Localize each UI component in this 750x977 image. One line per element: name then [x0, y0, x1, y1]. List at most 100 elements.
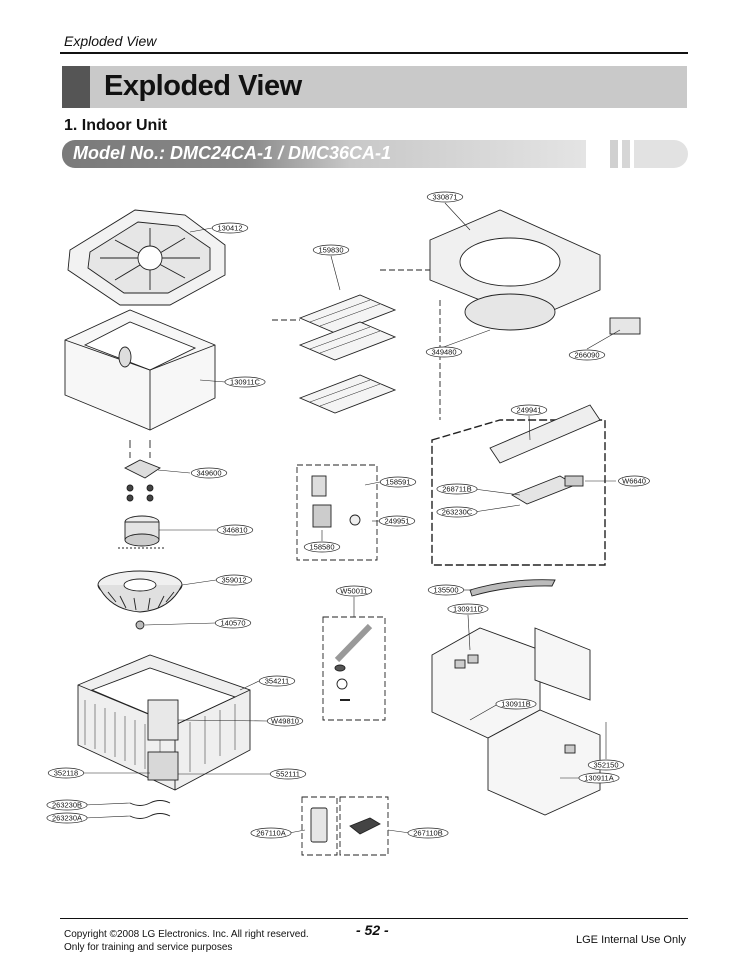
page-title: Exploded View — [104, 70, 302, 102]
part-callout: 359012 — [215, 574, 253, 586]
part-callout: 263230C — [436, 506, 478, 518]
callout-label: 249951 — [384, 517, 409, 526]
part-callout: 158591 — [379, 476, 417, 488]
callout-label: 552111 — [276, 770, 300, 779]
running-head: Exploded View — [64, 33, 157, 49]
model-bar: Model No.: DMC24CA-1 / DMC36CA-1 — [62, 140, 586, 168]
callout-ellipse — [224, 376, 266, 388]
internal-use: LGE Internal Use Only — [576, 934, 687, 946]
callout-label: 263230A — [52, 814, 82, 823]
air-filters — [298, 294, 397, 414]
turbo-fan — [97, 570, 183, 613]
callout-label: 135500 — [433, 586, 458, 595]
callout-ellipse — [46, 799, 88, 811]
copyright: Copyright ©2008 LG Electronics. Inc. All… — [64, 929, 309, 940]
callout-label: 267110B — [413, 829, 442, 838]
remote-controllers — [301, 796, 389, 856]
part-callout: 552111 — [269, 768, 307, 780]
part-callout: 263230B — [46, 799, 88, 811]
callout-label: 267110A — [256, 829, 285, 838]
part-callout: 249951 — [378, 515, 416, 527]
callout-label: 330871 — [432, 193, 457, 202]
callout-label: 130412 — [217, 224, 242, 233]
part-callout: 267110A — [250, 827, 292, 839]
heat-exchanger — [77, 654, 251, 791]
part-callout: 135500 — [427, 584, 465, 596]
callout-ellipse — [211, 222, 249, 234]
callout-ellipse — [618, 475, 650, 487]
callout-label: 130911A — [584, 774, 613, 783]
callout-label: 158591 — [385, 478, 410, 487]
title-bar-accent — [62, 66, 90, 108]
louver-vane — [469, 579, 556, 597]
callout-ellipse — [47, 767, 85, 779]
header-rule — [60, 52, 688, 54]
callout-ellipse — [250, 827, 292, 839]
exploded-diagram: 330871 130412 159830 349480 266090 130911C 249… — [46, 191, 650, 856]
part-callout: 352150 — [587, 759, 625, 771]
callout-ellipse — [495, 698, 537, 710]
side-panels — [431, 627, 601, 816]
part-callout: 130911D — [447, 603, 489, 615]
callout-label: W49810 — [271, 717, 299, 726]
callout-label: 130911C — [230, 378, 260, 387]
part-callout: 130911A — [578, 772, 620, 784]
callout-ellipse — [426, 191, 464, 203]
pcb-group — [431, 404, 606, 566]
callout-label: 130911B — [501, 700, 530, 709]
callout-label: 352150 — [593, 761, 618, 770]
part-callout: 330871 — [426, 191, 464, 203]
part-callout: 140570 — [214, 617, 252, 629]
callout-ellipse — [215, 574, 253, 586]
part-callout: 249941 — [510, 404, 548, 416]
callout-ellipse — [303, 541, 341, 553]
footer-rule — [60, 918, 688, 919]
part-callout: W50011 — [335, 585, 373, 597]
callout-ellipse — [425, 346, 463, 358]
callout-label: 352118 — [54, 769, 78, 778]
callout-ellipse — [578, 772, 620, 784]
callout-label: 354211 — [265, 677, 289, 686]
callout-ellipse — [312, 244, 350, 256]
callout-label: W6640 — [622, 477, 646, 486]
callout-ellipse — [407, 827, 449, 839]
callout-label: 349480 — [431, 348, 456, 357]
callout-ellipse — [266, 715, 304, 727]
callout-label: W50011 — [340, 587, 367, 596]
part-callout: 266090 — [568, 349, 606, 361]
callout-label: 130911D — [453, 605, 483, 614]
part-callout: 130911B — [495, 698, 537, 710]
part-callout: 352118 — [47, 767, 85, 779]
callout-ellipse — [568, 349, 606, 361]
callout-ellipse — [46, 812, 88, 824]
title-bar: Exploded View — [62, 66, 687, 108]
part-callout: 349600 — [190, 467, 228, 479]
callout-ellipse — [427, 584, 465, 596]
callout-label: 263230C — [442, 508, 473, 517]
chassis-frame — [429, 209, 601, 331]
drain-hose-kit — [322, 616, 386, 721]
callout-ellipse — [436, 506, 478, 518]
callout-ellipse — [510, 404, 548, 416]
callout-label: 268711B — [442, 485, 471, 494]
part-callout: 268711B — [436, 483, 478, 495]
callout-label: 158580 — [309, 543, 334, 552]
part-callout: W6640 — [618, 475, 650, 487]
part-callout: 267110B — [407, 827, 449, 839]
callout-ellipse — [258, 675, 296, 687]
motor-bracket — [124, 459, 161, 502]
callout-ellipse — [190, 467, 228, 479]
part-callout: 354211 — [258, 675, 296, 687]
fan-motor — [118, 515, 166, 549]
callout-label: 159830 — [318, 246, 343, 255]
copyright-block: Copyright ©2008 LG Electronics. Inc. All… — [64, 928, 309, 954]
callout-label: 249941 — [516, 406, 541, 415]
part-callout: 130412 — [211, 222, 249, 234]
callout-label: 346810 — [222, 526, 247, 535]
callout-ellipse — [379, 476, 417, 488]
callout-label: 266090 — [574, 351, 599, 360]
part-callout: 346810 — [216, 524, 254, 536]
callout-label: 349600 — [196, 469, 221, 478]
callout-label: 359012 — [221, 576, 246, 585]
drain-pan — [64, 309, 216, 431]
